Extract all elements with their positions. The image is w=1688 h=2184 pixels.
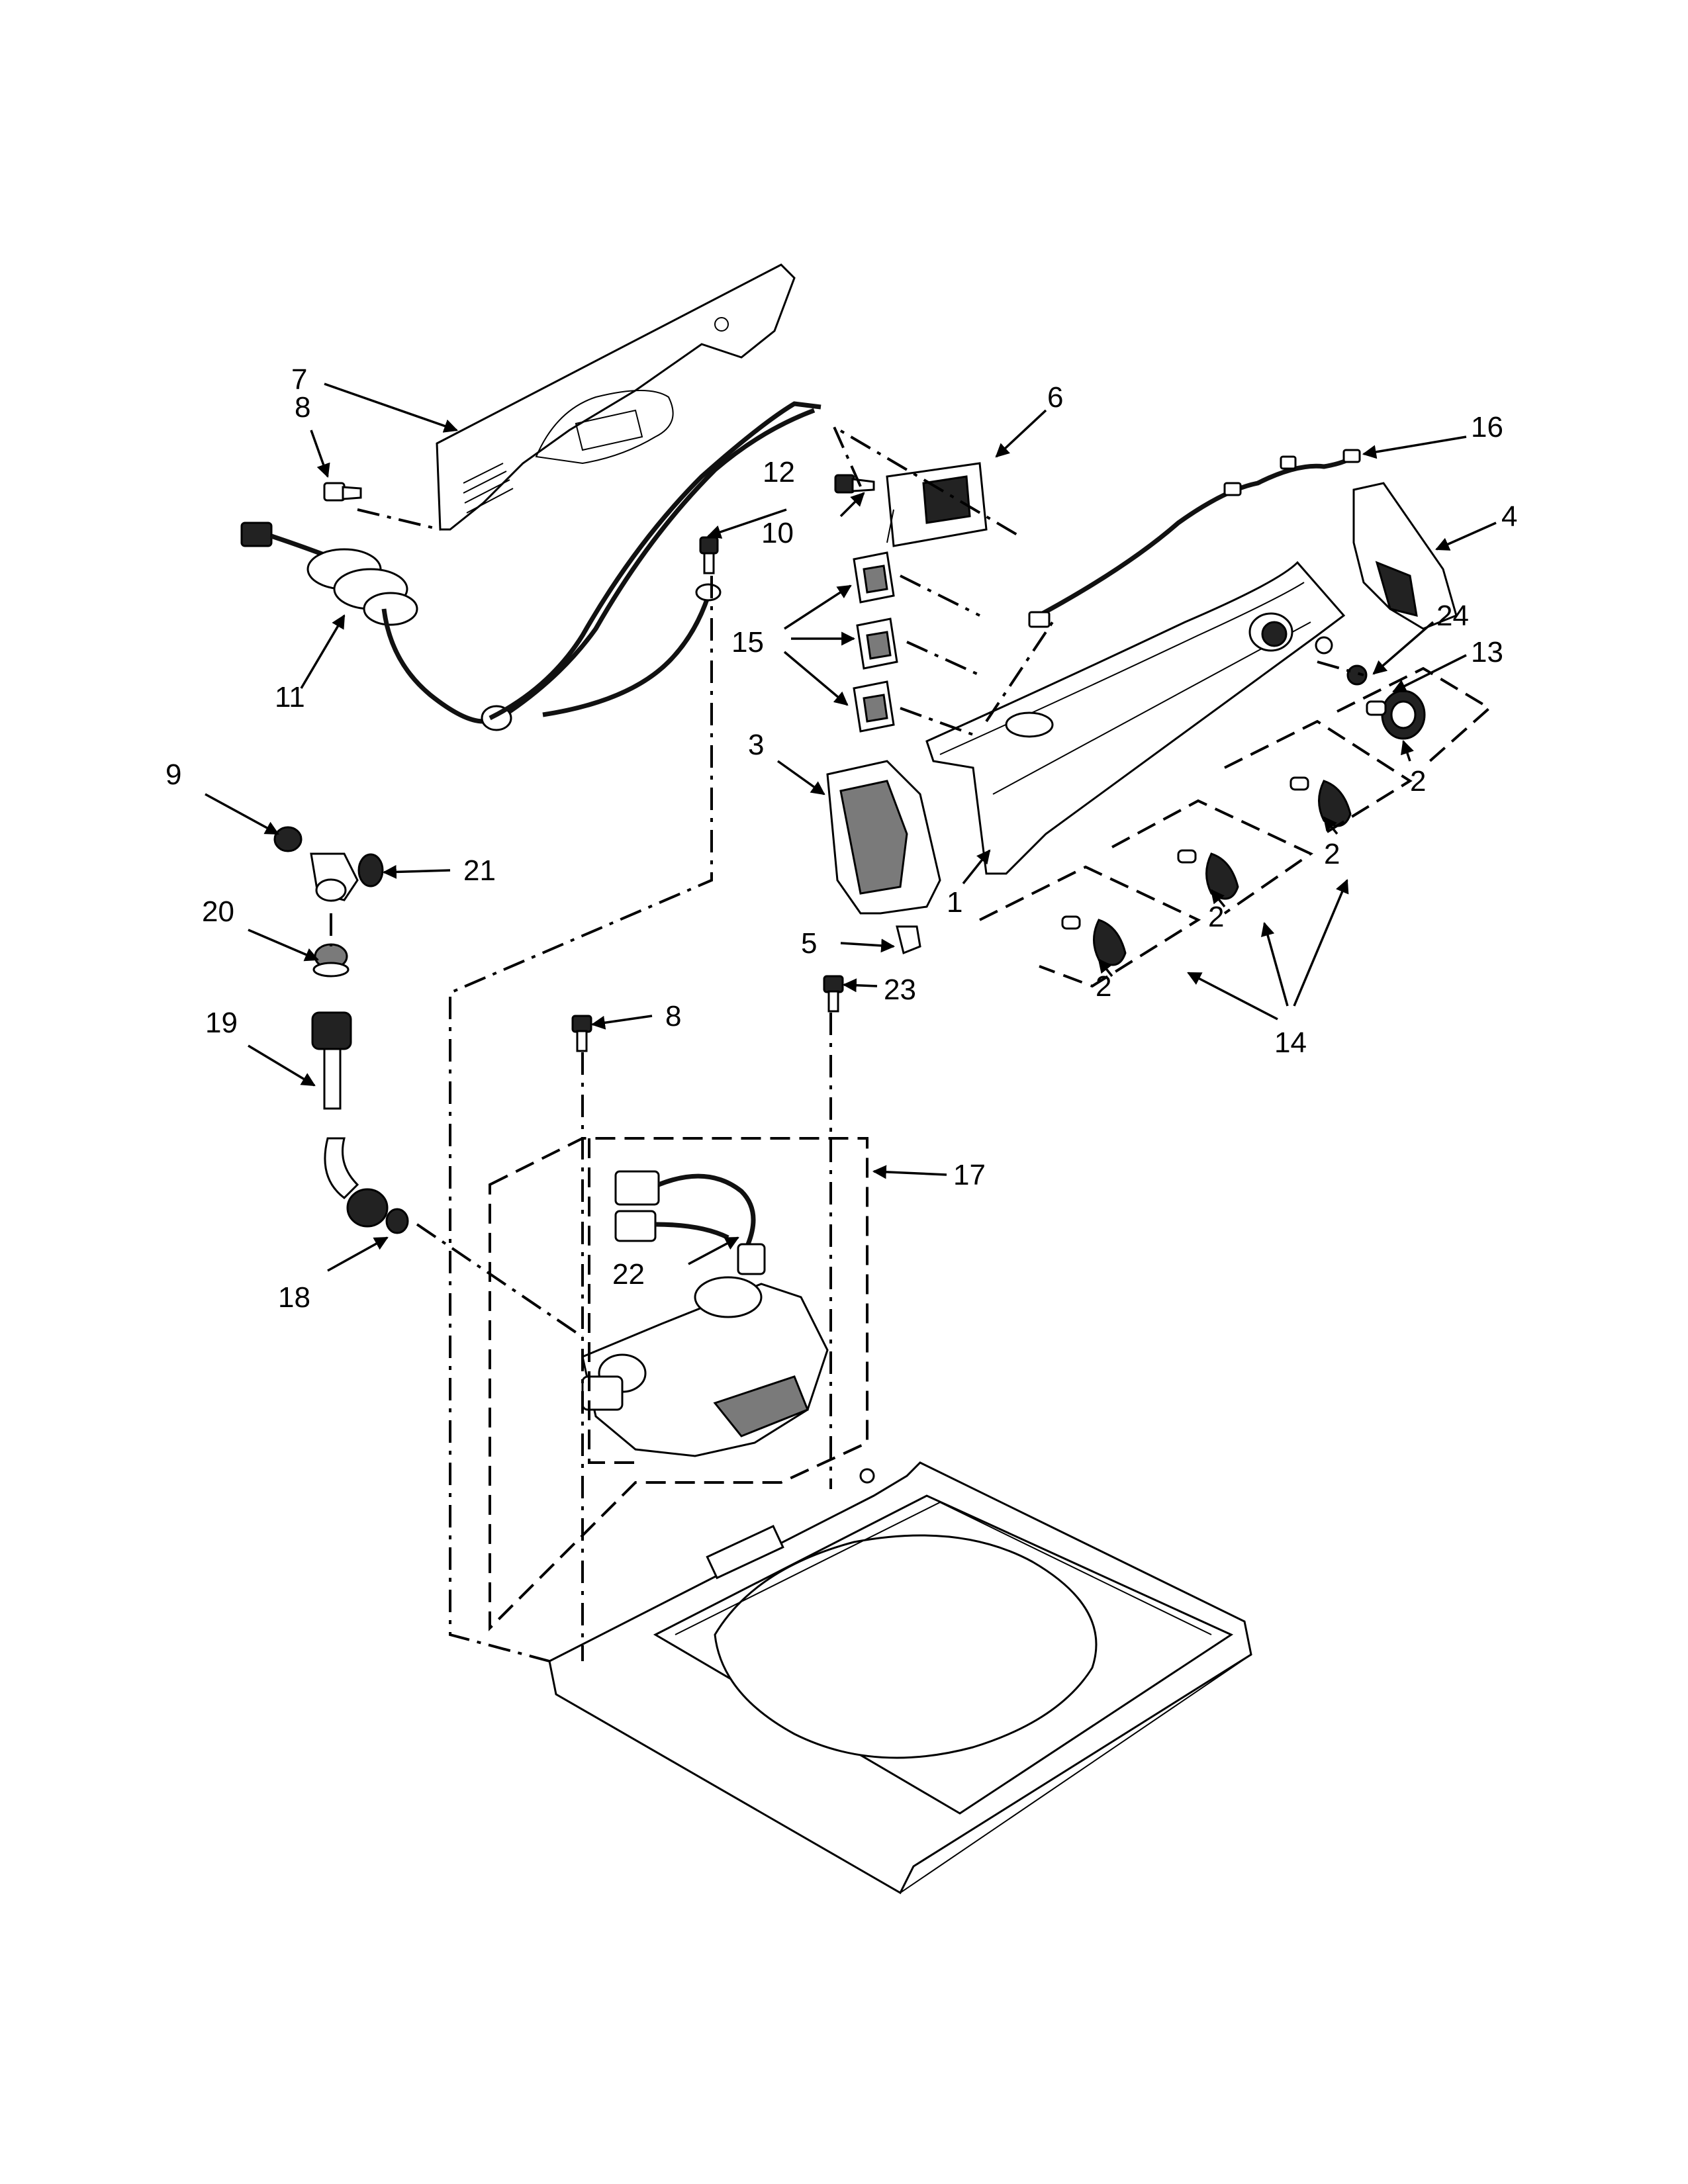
guide-lines: [330, 424, 1364, 1662]
callout-15: 15: [731, 626, 764, 659]
end-cap-left-part: [826, 760, 941, 915]
dispenser-valve-part: [581, 1276, 829, 1457]
callout-2-c: 2: [1208, 901, 1224, 933]
washer-part-18: [385, 1208, 409, 1234]
callout-23: 23: [884, 974, 916, 1006]
callout-13: 13: [1471, 636, 1503, 668]
callout-4: 4: [1501, 500, 1517, 533]
screen-part-20: [312, 943, 350, 978]
callout-10: 10: [761, 517, 794, 549]
callout-2-b: 2: [1324, 838, 1340, 870]
callout-18: 18: [278, 1281, 310, 1314]
callout-1: 1: [947, 886, 962, 919]
switch-part-middle: [856, 617, 898, 670]
callout-12: 12: [763, 456, 795, 488]
callout-2-a: 2: [1410, 765, 1426, 797]
callout-5: 5: [801, 927, 817, 960]
console-part: [925, 561, 1346, 875]
washer-part-9: [273, 826, 303, 852]
switch-part-upper: [853, 551, 895, 604]
screw-part-8-top: [323, 482, 362, 502]
switch-part-lower: [853, 680, 895, 733]
inlet-elbow-part: [310, 852, 359, 902]
nut-part-24: [1346, 664, 1368, 686]
callout-17: 17: [953, 1159, 986, 1191]
callout-22: 22: [612, 1258, 645, 1291]
screw-part-23: [823, 975, 844, 1013]
valve-harness-part-22: [614, 1170, 766, 1275]
clamp-part-21: [357, 853, 384, 887]
callout-24: 24: [1436, 600, 1469, 632]
vent-slots: [463, 463, 514, 514]
callout-9: 9: [165, 758, 181, 791]
callout-labels: 7 8 6 16 4 12 10 11 15 24 13 9 3 21 1 20…: [165, 363, 1517, 1314]
leader-arrows: [205, 383, 1497, 1272]
knob-part-2b: [1177, 849, 1239, 900]
screw-part-10: [834, 474, 875, 494]
clip-part: [896, 925, 921, 955]
callout-19: 19: [205, 1007, 238, 1039]
end-cap-right-part: [1352, 482, 1458, 630]
knob-part-2c: [1061, 915, 1127, 966]
knob-part-2a: [1289, 776, 1352, 827]
callout-16: 16: [1471, 411, 1503, 443]
callout-8-mid: 8: [665, 1000, 681, 1032]
callout-20: 20: [202, 895, 234, 928]
knob-frames: [979, 666, 1492, 988]
ground-screw-part: [699, 536, 719, 574]
wire-harness-part: [1028, 449, 1361, 628]
callout-21: 21: [463, 854, 496, 887]
callout-11: 11: [275, 681, 305, 713]
inlet-hose-part-19: [311, 1011, 389, 1228]
callout-14: 14: [1274, 1026, 1307, 1059]
ground-wire: [489, 401, 821, 721]
callout-3: 3: [748, 729, 764, 761]
callout-8-top: 8: [295, 391, 310, 424]
callout-2-d: 2: [1096, 970, 1111, 1003]
washer-top-cover: [548, 1461, 1252, 1895]
callout-7: 7: [291, 363, 307, 396]
knob-part-large: [1366, 690, 1426, 740]
screw-part-8-mid: [571, 1015, 592, 1052]
control-board-part: [886, 462, 988, 547]
rear-panel-part: [436, 263, 796, 531]
callout-6: 6: [1047, 381, 1063, 414]
